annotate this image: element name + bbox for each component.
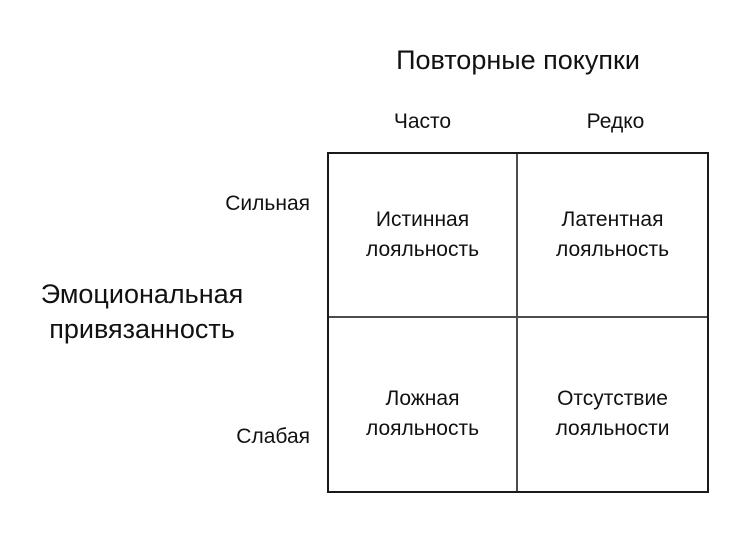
column-header-rarely: Редко: [586, 110, 645, 133]
quadrant-label: Истинная лояльность: [365, 208, 480, 261]
quadrant-no-loyalty: Отсутствие лояльности: [518, 318, 707, 491]
quadrant-label: Отсутствие лояльности: [555, 386, 670, 440]
quadrant-latent-loyalty: Латентная лояльность: [518, 154, 707, 318]
y-axis-title: Эмоциональная привязанность: [16, 277, 268, 347]
quadrant-true-loyalty: Истинная лояльность: [329, 154, 518, 318]
y-axis-title-line1: Эмоциональная: [40, 279, 244, 309]
quadrant-label: Латентная лояльность: [555, 208, 670, 261]
y-axis-title-line2: привязанность: [49, 314, 235, 344]
row-label-strong: Сильная: [225, 192, 310, 215]
quadrant-false-loyalty: Ложная лояльность: [329, 318, 518, 491]
quadrant-label: Ложная лояльность: [365, 386, 480, 440]
row-label-weak: Слабая: [236, 425, 310, 448]
x-axis-title: Повторные покупки: [396, 45, 640, 75]
matrix-grid: Истинная лояльность Латентная лояльность…: [327, 152, 709, 493]
column-header-often: Часто: [393, 110, 452, 133]
